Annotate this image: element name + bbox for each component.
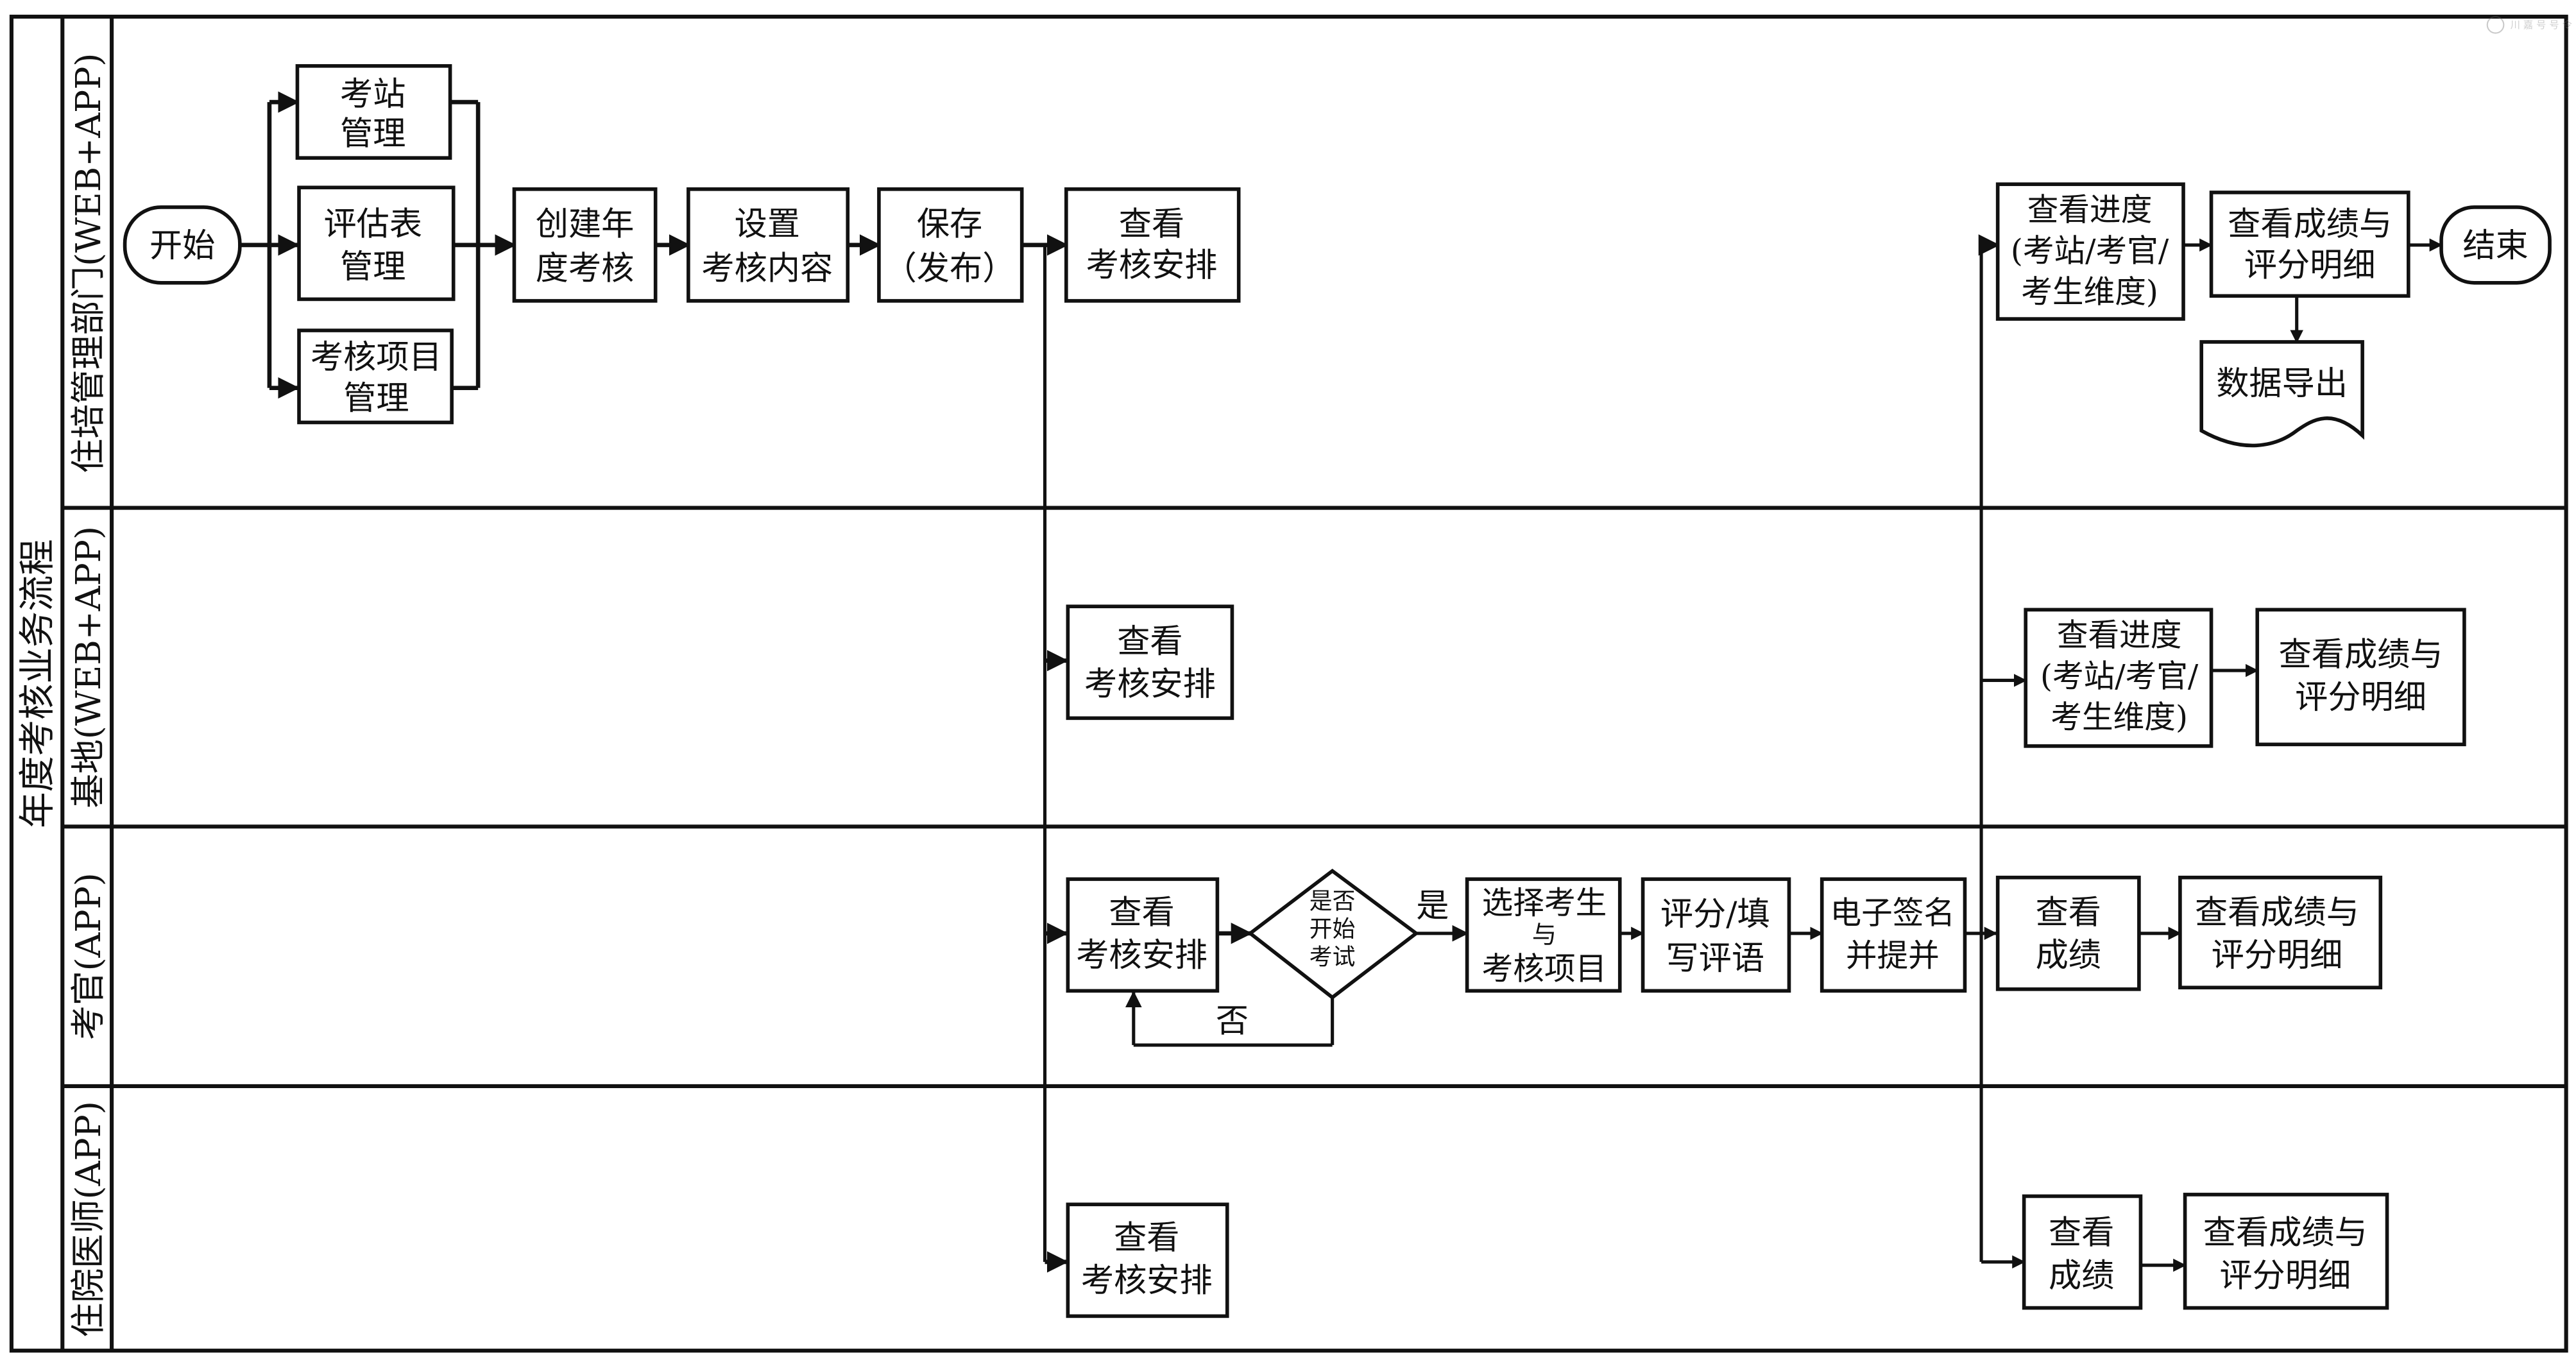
view-scores-resident-node[interactable]: 查看成绩与 评分明细 — [2183, 1193, 2389, 1310]
lane-label-examiner: 考官(APP) — [68, 873, 108, 1040]
watermark-text: 川 嘉 号 号 令 — [2511, 19, 2572, 31]
save-publish-node[interactable]: 保存 （发布） — [877, 187, 1024, 303]
form-management-line-2: 管理 — [340, 248, 405, 286]
view-schedule-base-line-2: 考核安排 — [1084, 665, 1216, 703]
score-comment-line-1: 评分/填 — [1660, 895, 1770, 933]
item-management-line-2: 管理 — [343, 379, 409, 418]
watermark: 川 嘉 号 号 令 — [2486, 15, 2572, 34]
view-progress-base-node[interactable]: 查看进度 (考站/考官/ 考生维度) — [2024, 608, 2213, 748]
view-scores-examiner-line-1: 查看成绩与 — [2195, 893, 2359, 932]
item-management-line-1: 考核项目 — [311, 338, 442, 377]
score-comment-line-2: 写评语 — [1666, 939, 1764, 978]
view-progress-base-line-3: 考生维度) — [2051, 700, 2188, 736]
start-label: 开始 — [149, 226, 215, 265]
view-result-resident-line-2: 成绩 — [2049, 1256, 2114, 1295]
view-result-examiner-line-2: 成绩 — [2036, 936, 2101, 975]
station-management-node[interactable]: 考站 管理 — [295, 64, 452, 160]
view-scores-base-line-2: 评分明细 — [2295, 678, 2427, 717]
view-progress-admin-line-3: 考生维度) — [2021, 275, 2158, 311]
start-node[interactable]: 开始 — [123, 205, 242, 285]
view-schedule-base-line-1: 查看 — [1117, 622, 1182, 661]
sign-submit-line-1: 电子签名 — [1830, 895, 1956, 931]
lane-label-resident: 住院医师(APP) — [68, 1101, 108, 1337]
view-result-resident-line-1: 查看 — [2049, 1214, 2114, 1252]
view-scores-base-line-1: 查看成绩与 — [2279, 635, 2443, 674]
view-schedule-resident-line-1: 查看 — [1114, 1218, 1179, 1257]
view-schedule-admin-line-2: 考核安排 — [1086, 246, 1218, 285]
view-schedule-resident-node[interactable]: 查看 考核安排 — [1066, 1202, 1229, 1318]
decision-line-1: 是否 — [1309, 888, 1356, 914]
data-export-node[interactable]: 数据导出 — [2199, 340, 2364, 448]
view-progress-base-line-1: 查看进度 — [2057, 618, 2182, 654]
station-management-line-2: 管理 — [340, 115, 405, 153]
view-progress-base-line-2: (考站/考官/ — [2040, 659, 2199, 695]
save-publish-line-1: 保存 — [917, 205, 982, 244]
form-management-node[interactable]: 评估表 管理 — [297, 185, 456, 302]
view-schedule-base-node[interactable]: 查看 考核安排 — [1066, 604, 1234, 720]
yes-label: 是 — [1416, 887, 1449, 925]
view-schedule-resident-line-2: 考核安排 — [1081, 1261, 1213, 1300]
view-scores-resident-line-1: 查看成绩与 — [2203, 1214, 2367, 1252]
view-result-examiner-node[interactable]: 查看 成绩 — [1995, 875, 2141, 991]
lane-label-base: 基地(WEB+APP) — [68, 526, 108, 808]
select-student-line-3: 考核项目 — [1482, 951, 1607, 987]
view-scores-admin-line-2: 评分明细 — [2244, 246, 2376, 285]
create-annual-assessment-node[interactable]: 创建年 度考核 — [512, 187, 658, 303]
set-content-line-1: 设置 — [735, 205, 800, 244]
end-label: 结束 — [2462, 226, 2528, 265]
no-label: 否 — [1216, 1002, 1249, 1040]
view-scores-admin-line-1: 查看成绩与 — [2228, 205, 2392, 244]
select-student-line-2: 与 — [1532, 921, 1557, 950]
view-schedule-examiner-line-1: 查看 — [1109, 893, 1174, 932]
view-schedule-admin-node[interactable]: 查看 考核安排 — [1064, 187, 1241, 303]
process-title: 年度考核业务流程 — [17, 539, 58, 828]
view-schedule-examiner-node[interactable]: 查看 考核安排 — [1066, 877, 1220, 993]
view-scores-base-node[interactable]: 查看成绩与 评分明细 — [2255, 608, 2466, 747]
view-schedule-admin-line-1: 查看 — [1119, 205, 1184, 244]
connectors — [239, 91, 2443, 1273]
view-progress-admin-line-1: 查看进度 — [2027, 192, 2153, 228]
station-management-line-1: 考站 — [340, 75, 405, 114]
set-content-node[interactable]: 设置 考核内容 — [687, 187, 850, 303]
select-student-node[interactable]: 选择考生 与 考核项目 — [1465, 877, 1622, 993]
sign-submit-node[interactable]: 电子签名 并提并 — [1820, 877, 1967, 993]
view-scores-resident-line-2: 评分明细 — [2219, 1256, 2351, 1295]
decision-line-2: 开始 — [1309, 916, 1356, 942]
start-exam-decision[interactable]: 是否 开始 考试 — [1247, 868, 1419, 1000]
view-result-examiner-line-1: 查看 — [2036, 893, 2101, 932]
view-schedule-examiner-line-2: 考核安排 — [1076, 936, 1207, 975]
view-result-resident-node[interactable]: 查看 成绩 — [2022, 1194, 2143, 1310]
save-publish-line-2: （发布） — [884, 250, 1016, 288]
lane-label-admin: 住培管理部门(WEB+APP) — [68, 53, 108, 473]
score-comment-node[interactable]: 评分/填 写评语 — [1641, 877, 1791, 993]
sign-submit-line-2: 并提并 — [1846, 938, 1940, 974]
item-management-node[interactable]: 考核项目 管理 — [297, 328, 454, 425]
end-node[interactable]: 结束 — [2439, 205, 2552, 285]
form-management-line-1: 评估表 — [323, 205, 422, 244]
view-scores-examiner-node[interactable]: 查看成绩与 评分明细 — [2178, 875, 2383, 990]
create-line-1: 创建年 — [536, 205, 635, 244]
set-content-line-2: 考核内容 — [701, 250, 833, 288]
view-progress-admin-node[interactable]: 查看进度 (考站/考官/ 考生维度) — [1995, 182, 2185, 321]
data-export-label: 数据导出 — [2216, 364, 2348, 403]
view-scores-examiner-line-2: 评分明细 — [2212, 936, 2343, 975]
create-line-2: 度考核 — [536, 250, 635, 288]
decision-line-3: 考试 — [1309, 944, 1356, 970]
view-scores-admin-node[interactable]: 查看成绩与 评分明细 — [2209, 191, 2410, 298]
view-progress-admin-line-2: (考站/考官/ — [2011, 233, 2169, 269]
lane-frame — [9, 14, 2568, 1353]
select-student-line-1: 选择考生 — [1482, 885, 1607, 921]
